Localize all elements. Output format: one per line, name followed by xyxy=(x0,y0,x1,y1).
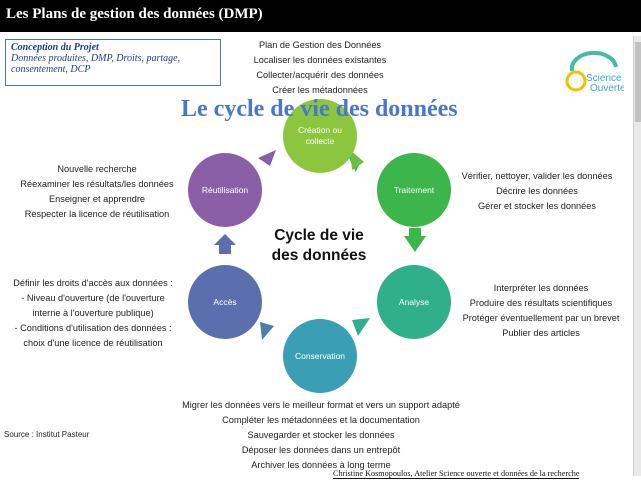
text-line: Collecter/acquérir des données xyxy=(256,70,384,80)
text-line: Enseigner et apprendre xyxy=(48,194,146,204)
arrow-traitement-to-analyse xyxy=(404,236,426,252)
text-line: Interpréter les données xyxy=(493,283,589,293)
node-label-line: Création ou xyxy=(298,125,342,135)
arrow-traitement-to-analyse-stem xyxy=(409,228,421,238)
text-line: Vérifier, nettoyer, valider les données xyxy=(461,171,613,181)
text-line: Décrire les données xyxy=(496,186,578,196)
text-creation: Plan de Gestion des Données Localiser le… xyxy=(238,38,402,98)
arrow-reutilisation-to-creation xyxy=(258,150,276,166)
text-line: Définir les droits d'accès aux données : xyxy=(13,278,173,288)
center-title: Cycle de vie des données xyxy=(256,226,382,266)
arrow-creation-to-traitement xyxy=(350,150,364,170)
node-reutilisation xyxy=(188,153,262,227)
node-label-traitement: Traitement xyxy=(374,185,454,196)
text-line: Produire des résultats scientifiques xyxy=(469,298,613,308)
node-label-line: Accès xyxy=(213,297,237,307)
text-line: interne à l'ouverture publique) xyxy=(32,308,154,318)
concept-line: Données produites, DMP, Droits, partage, xyxy=(11,53,181,64)
node-acces xyxy=(188,265,262,339)
node-label-line: Analyse xyxy=(398,297,430,307)
text-line: - Conditions d'utilisation des données : xyxy=(14,323,172,333)
node-label-reutilisation: Réutilisation xyxy=(185,185,265,196)
text-reutilisation: Nouvelle recherche Réexaminer les résult… xyxy=(12,162,182,222)
text-acces: Définir les droits d'accès aux données :… xyxy=(8,276,178,351)
credit-line: Christine Kosmopoulos, Atelier Science o… xyxy=(333,469,580,479)
node-label-line: Traitement xyxy=(393,185,435,195)
node-label-analyse: Analyse xyxy=(374,297,454,308)
center-title-line: des données xyxy=(271,247,367,264)
text-line: Réexaminer les résultats/les données xyxy=(20,179,174,189)
text-line: - Niveau d'ouverture (de l'ouverture xyxy=(21,293,165,303)
node-label-line: Conservation xyxy=(294,351,346,361)
source-note: Source : Institut Pasteur xyxy=(4,430,90,439)
text-line: Nouvelle recherche xyxy=(57,164,137,174)
text-conservation: Migrer les données vers le meilleur form… xyxy=(176,398,466,473)
text-line: Publier des articles xyxy=(502,328,580,338)
text-line: Migrer les données vers le meilleur form… xyxy=(182,400,460,410)
node-traitement xyxy=(377,153,451,227)
text-line: Compléter les métadonnées et la document… xyxy=(222,415,420,425)
text-line: Protéger éventuellement par un brevet xyxy=(462,313,620,323)
text-traitement: Vérifier, nettoyer, valider les données … xyxy=(448,169,626,214)
diagram-title: Le cycle de vie des données xyxy=(181,96,458,122)
text-line: Localiser les données existantes xyxy=(253,55,387,65)
node-label-creation: Création ou collecte xyxy=(280,125,360,147)
node-creation xyxy=(283,99,357,173)
text-line: Plan de Gestion des Données xyxy=(258,40,382,50)
node-label-line: Réutilisation xyxy=(201,185,249,195)
node-conservation xyxy=(283,319,357,393)
text-line: Déposer les données dans un entrepôt xyxy=(241,445,401,455)
arrow-acces-to-reutilisation-stem xyxy=(219,244,231,254)
text-line: Sauvegarder et stocker les données xyxy=(247,430,395,440)
node-label-acces: Accès xyxy=(185,297,265,308)
center-title-line: Cycle de vie xyxy=(274,227,364,244)
slide-title: Les Plans de gestion des données (DMP) xyxy=(6,6,263,22)
concept-box: Conception du Projet Données produites, … xyxy=(5,39,221,86)
text-line: choix d'une licence de réutilisation xyxy=(23,338,163,348)
text-analyse: Interpréter les données Produire des rés… xyxy=(452,281,630,341)
concept-title: Conception du Projet xyxy=(11,42,99,53)
text-line: Créer les métadonnées xyxy=(272,85,368,95)
concept-line: consentement, DCP xyxy=(11,64,91,75)
text-line: Archiver les données à long terme xyxy=(251,460,391,470)
text-line: Gérer et stocker les données xyxy=(478,201,596,211)
arrow-acces-to-reutilisation xyxy=(214,234,236,245)
vertical-scrollbar[interactable] xyxy=(633,36,641,476)
slide-title-bar: Les Plans de gestion des données (DMP) xyxy=(0,0,641,32)
scrollbar-thumb[interactable] xyxy=(635,42,641,122)
text-line: Respecter la licence de réutilisation xyxy=(24,209,170,219)
arrow-analyse-to-conservation xyxy=(352,318,370,336)
logo-text-1: Science xyxy=(586,73,622,84)
logo-text-2: Ouverte xyxy=(590,83,624,94)
node-label-line: collecte xyxy=(305,136,335,146)
node-label-conservation: Conservation xyxy=(280,351,360,362)
node-analyse xyxy=(377,265,451,339)
science-ouverte-logo: Science Ouverte xyxy=(565,50,624,94)
arrow-conservation-to-acces xyxy=(260,322,274,340)
